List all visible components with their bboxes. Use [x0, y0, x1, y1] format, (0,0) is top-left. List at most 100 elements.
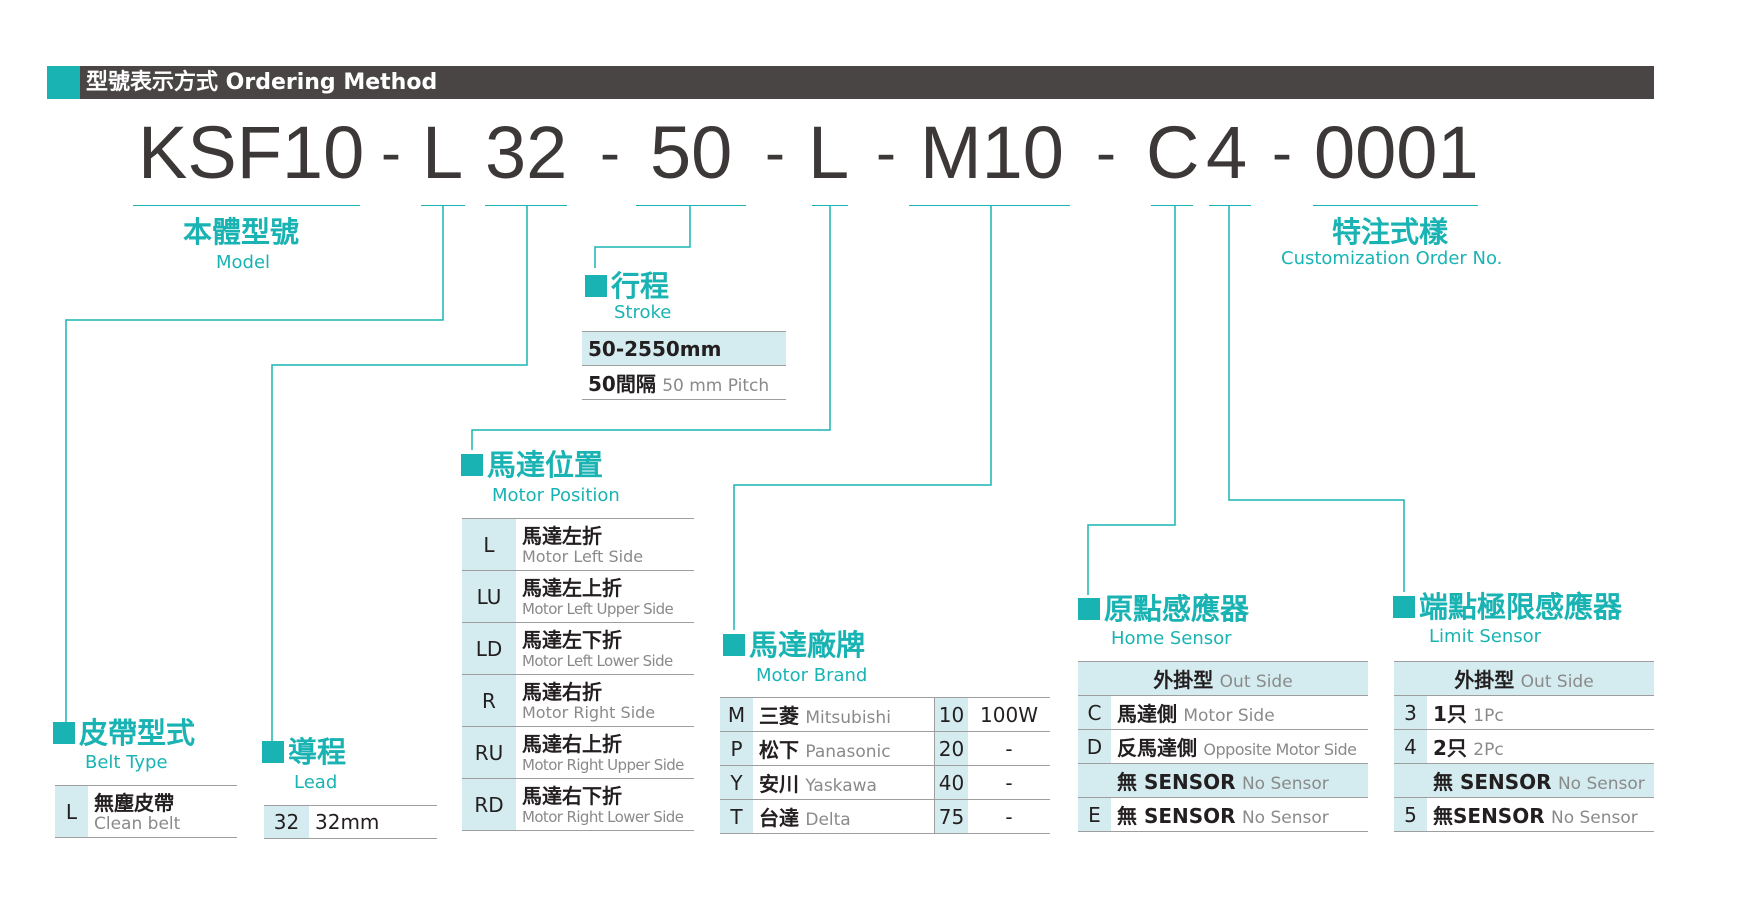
model-title: 本體型號: [183, 215, 300, 249]
home-sensor-zh: 反馬達側: [1117, 736, 1197, 760]
motor-size-code: 75: [934, 799, 968, 834]
underline-stroke: [636, 205, 746, 206]
motor-watt: -: [968, 765, 1050, 800]
bullet-square: [585, 275, 607, 297]
motor-position-code: LD: [462, 622, 516, 675]
limit-sensor-zh: 無 SENSOR: [1433, 770, 1552, 794]
motor-position-en: Motor Left Upper Side: [522, 599, 674, 618]
home-sensor-code: [1078, 763, 1111, 798]
code-separator: -: [765, 119, 785, 186]
limit-sensor-en: 2Pc: [1473, 740, 1504, 760]
code-belt-type: L: [422, 111, 464, 194]
stroke-pitch-cell: 50間隔 50 mm Pitch: [582, 365, 786, 400]
home-sensor-subtitle: Home Sensor: [1111, 628, 1232, 649]
code-motor-brand: M10: [920, 111, 1064, 194]
belt-type-title: 皮帶型式: [53, 715, 195, 751]
motor-brand-name: 三菱 Mitsubishi: [753, 697, 935, 732]
motor-brand-code: Y: [720, 765, 753, 800]
lead-code: 32: [264, 805, 309, 839]
code-model: KSF10: [138, 111, 365, 194]
stroke-pitch-en: 50 mm Pitch: [662, 376, 770, 396]
motor-position-en: Motor Right Lower Side: [522, 807, 684, 826]
bullet-square: [1393, 596, 1415, 618]
home-sensor-desc: 反馬達側 Opposite Motor Side: [1111, 729, 1368, 764]
underline-model: [133, 205, 360, 206]
home-sensor-code: E: [1078, 797, 1111, 832]
home-sensor-code: C: [1078, 695, 1111, 730]
bullet-square: [53, 722, 75, 744]
header-title: 型號表示方式 Ordering Method: [86, 70, 438, 95]
belt-type-zh: 無塵皮帶: [94, 790, 174, 815]
motor-brand-name: 安川 Yaskawa: [753, 765, 935, 800]
motor-watt: -: [968, 799, 1050, 834]
limit-sensor-desc: 1只 1Pc: [1427, 695, 1654, 730]
motor-position-zh: 馬達右上折: [522, 731, 622, 756]
limit-sensor-zh: 1只: [1433, 702, 1467, 726]
connector-home-sensor: [1087, 205, 1176, 595]
limit-sensor-desc: 無SENSOR No Sensor: [1427, 797, 1654, 832]
model-subtitle: Model: [216, 252, 271, 273]
belt-type-code: L: [55, 785, 88, 838]
limit-sensor-code: 5: [1394, 797, 1427, 832]
bullet-square: [262, 741, 284, 763]
code-customization: 0001: [1314, 111, 1479, 194]
motor-size-code: 20: [934, 731, 968, 766]
limit-sensor-zh: 2只: [1433, 736, 1467, 760]
motor-brand-en: Yaskawa: [805, 776, 877, 796]
connector-stroke: [594, 205, 691, 268]
motor-size-code: 10: [934, 697, 968, 732]
lead-table: 32 32mm: [264, 805, 437, 839]
limit-sensor-table: 外掛型 Out Side 3 1只 1Pc 4 2只 2Pc 無 SENSOR …: [1394, 661, 1654, 832]
table-row: 無 SENSOR No Sensor: [1078, 763, 1368, 798]
home-sensor-header-en: Out Side: [1219, 672, 1293, 692]
home-sensor-en: Motor Side: [1183, 706, 1275, 726]
table-header-row: 外掛型 Out Side: [1078, 661, 1368, 696]
table-row: 4 2只 2Pc: [1394, 729, 1654, 764]
limit-sensor-code: 4: [1394, 729, 1427, 764]
home-sensor-zh: 馬達側: [1117, 702, 1177, 726]
stroke-pitch-zh: 50間隔: [588, 372, 656, 396]
underline-limit-sensor: [1209, 205, 1251, 206]
limit-sensor-desc: 無 SENSOR No Sensor: [1427, 763, 1654, 798]
connector-motor-brand: [733, 205, 992, 630]
home-sensor-table: 外掛型 Out Side C 馬達側 Motor Side D 反馬達側 Opp…: [1078, 661, 1368, 832]
table-row: P 松下 Panasonic 20 -: [720, 731, 1050, 766]
code-lead: 32: [485, 111, 568, 194]
limit-sensor-header-zh: 外掛型: [1454, 668, 1515, 692]
motor-position-code: L: [462, 518, 516, 571]
connector-limit-sensor: [1228, 205, 1405, 592]
motor-size-code: 40: [934, 765, 968, 800]
home-sensor-title-text: 原點感應器: [1104, 592, 1250, 626]
motor-position-title: 馬達位置: [461, 447, 603, 483]
motor-position-code: RU: [462, 726, 516, 779]
motor-position-subtitle: Motor Position: [492, 485, 620, 506]
motor-brand-en: Mitsubishi: [805, 708, 891, 728]
home-sensor-zh: 無 SENSOR: [1117, 770, 1236, 794]
home-sensor-en: No Sensor: [1241, 808, 1329, 828]
stroke-table: 50-2550mm 50間隔 50 mm Pitch: [582, 331, 786, 400]
code-limit-sensor: 4: [1206, 111, 1248, 194]
motor-brand-title: 馬達廠牌: [723, 627, 865, 663]
table-row: 32 32mm: [264, 805, 437, 839]
table-row: 5 無SENSOR No Sensor: [1394, 797, 1654, 832]
home-sensor-desc: 無 SENSOR No Sensor: [1111, 763, 1368, 798]
motor-brand-code: P: [720, 731, 753, 766]
motor-brand-zh: 台達: [759, 806, 799, 830]
bullet-square: [1078, 598, 1100, 620]
home-sensor-en: No Sensor: [1241, 774, 1329, 794]
underline-home-sensor: [1151, 205, 1193, 206]
table-row: M 三菱 Mitsubishi 10 100W: [720, 697, 1050, 732]
table-row: 無 SENSOR No Sensor: [1394, 763, 1654, 798]
home-sensor-zh: 無 SENSOR: [1117, 804, 1236, 828]
